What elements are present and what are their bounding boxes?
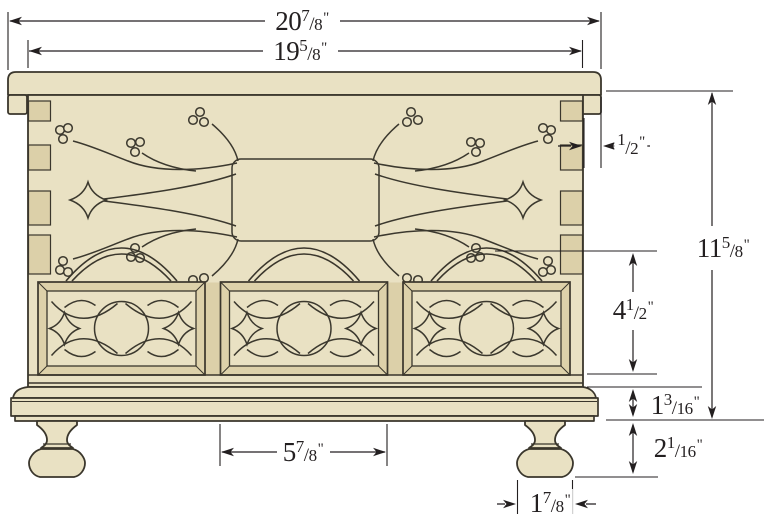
lid-end-cleat-left: [7, 94, 28, 115]
extension-lines: [7, 12, 764, 514]
chest-lid: [7, 71, 602, 96]
panel-arches: [65, 247, 543, 282]
dim-lid-width-label: 207/8": [272, 7, 332, 35]
dimension-lines: [10, 20, 713, 505]
dim-base-molding-height-label: 13/16": [647, 391, 703, 419]
scrollwork-carving: [54, 106, 557, 294]
bun-feet: [28, 420, 574, 478]
dovetail-pins: [27, 100, 584, 275]
base-molding: [10, 386, 599, 422]
dim-foot-width-label: 17/8": [526, 489, 574, 517]
dim-case-width-label: 195/8": [270, 37, 330, 65]
dim-lid-overhang-label: 1/2": [614, 131, 648, 159]
bun-foot-right-neck: [524, 420, 566, 449]
bottom-rail: [28, 374, 583, 384]
lid-end-cleat-right: [581, 94, 602, 115]
bun-foot-right-bulb: [516, 448, 574, 478]
bun-foot-left-neck: [36, 420, 78, 449]
dim-panel-height-label: 41/2": [609, 296, 657, 324]
dim-panel-width-label: 57/8": [279, 438, 327, 466]
panel-stiles: [205, 282, 403, 375]
dim-case-height-label: 115/8": [693, 234, 753, 262]
bun-foot-left-bulb: [28, 448, 86, 478]
dim-foot-height-label: 21/16": [650, 434, 706, 462]
carved-panels: [37, 281, 571, 376]
